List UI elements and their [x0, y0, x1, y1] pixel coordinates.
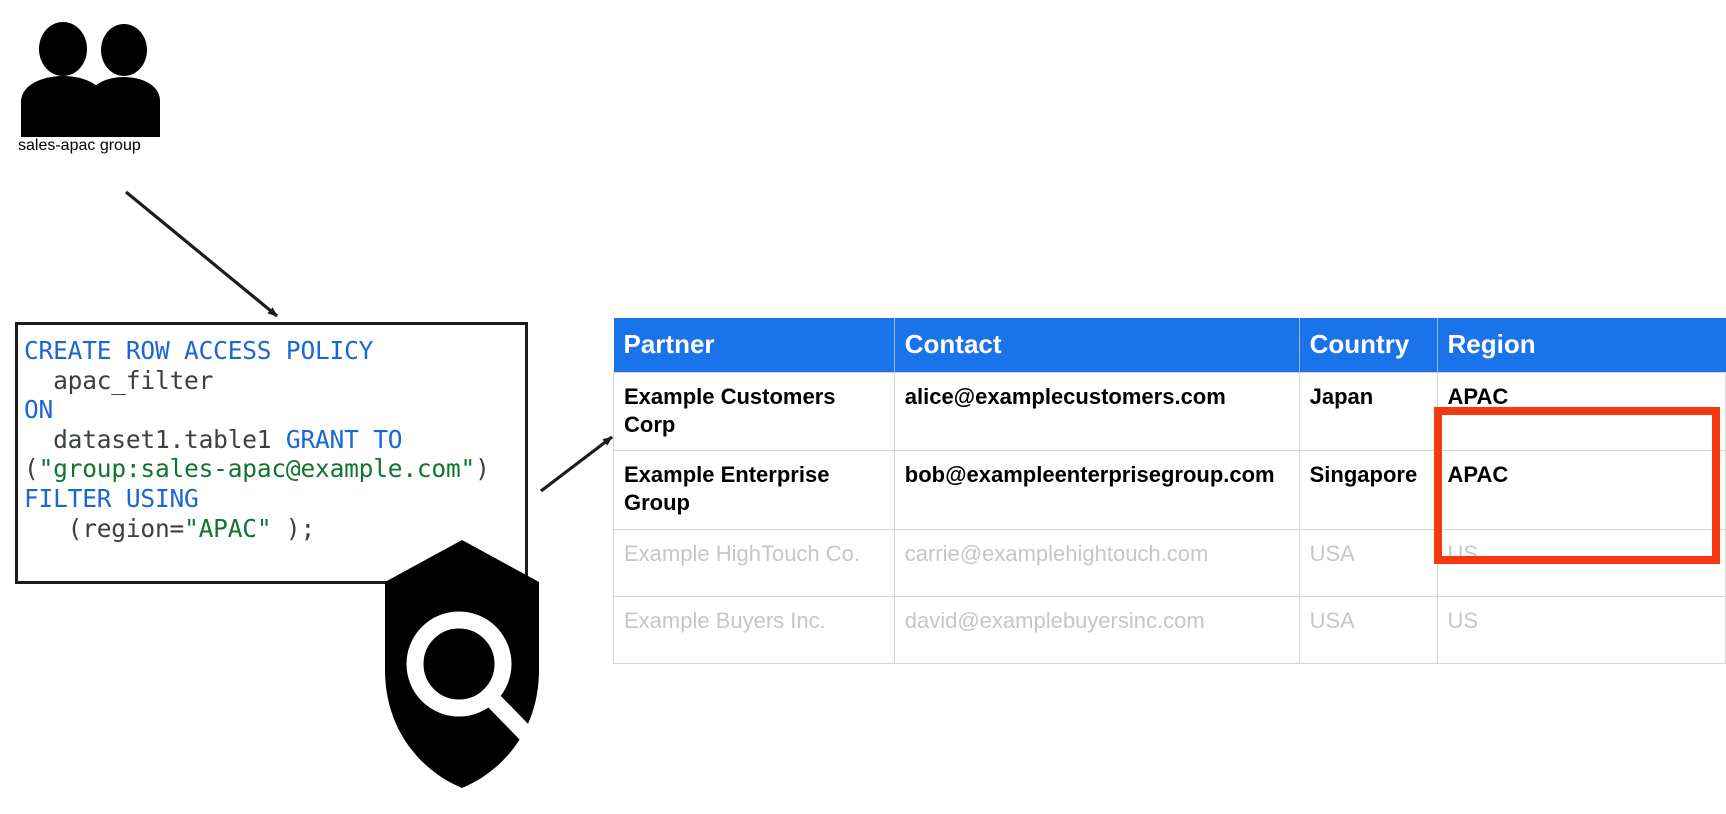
shield-search-icon [383, 538, 541, 795]
table-row[interactable]: Example HighTouch Co. carrie@examplehigh… [613, 528, 1726, 597]
group-identity-block: sales-apac group [18, 22, 318, 155]
cell-country: USA [1298, 528, 1438, 597]
column-header-country[interactable]: Country [1299, 318, 1438, 373]
table-row[interactable]: Example Enterprise Group bob@exampleente… [613, 450, 1726, 530]
table-row[interactable]: Example Customers Corp alice@examplecust… [613, 371, 1726, 452]
table-header-row: Partner Contact Country Region [613, 318, 1726, 373]
group-label: sales-apac group [18, 137, 141, 154]
policy-sql-code: CREATE ROW ACCESS POLICY apac_filter ON … [24, 336, 490, 543]
cell-contact: bob@exampleenterprisegroup.com [893, 450, 1300, 530]
cell-partner: Example Buyers Inc. [613, 595, 895, 664]
cell-partner: Example HighTouch Co. [613, 528, 895, 597]
column-header-region[interactable]: Region [1437, 318, 1726, 373]
cell-country: USA [1298, 595, 1438, 664]
partners-table: Partner Contact Country Region Example C… [613, 318, 1726, 664]
cell-country: Japan [1298, 371, 1438, 452]
partners-table-container: Partner Contact Country Region Example C… [613, 318, 1726, 664]
cell-country: Singapore [1298, 450, 1438, 530]
cell-partner: Example Enterprise Group [613, 450, 895, 530]
arrow-group-to-policy [124, 190, 279, 318]
cell-partner: Example Customers Corp [613, 371, 895, 452]
table-row[interactable]: Example Buyers Inc. david@examplebuyersi… [613, 595, 1726, 664]
column-header-partner[interactable]: Partner [613, 318, 895, 373]
cell-contact: carrie@examplehightouch.com [893, 528, 1300, 597]
cell-contact: alice@examplecustomers.com [893, 371, 1300, 452]
cell-region: APAC [1436, 450, 1726, 530]
cell-region: US [1436, 528, 1726, 597]
cell-region: APAC [1436, 371, 1726, 452]
cell-region: US [1436, 595, 1726, 664]
row-access-policy-code-box: CREATE ROW ACCESS POLICY apac_filter ON … [15, 322, 528, 584]
people-group-icon [18, 22, 318, 137]
arrow-policy-to-table [540, 435, 613, 493]
column-header-contact[interactable]: Contact [894, 318, 1300, 373]
cell-contact: david@examplebuyersinc.com [893, 595, 1300, 664]
